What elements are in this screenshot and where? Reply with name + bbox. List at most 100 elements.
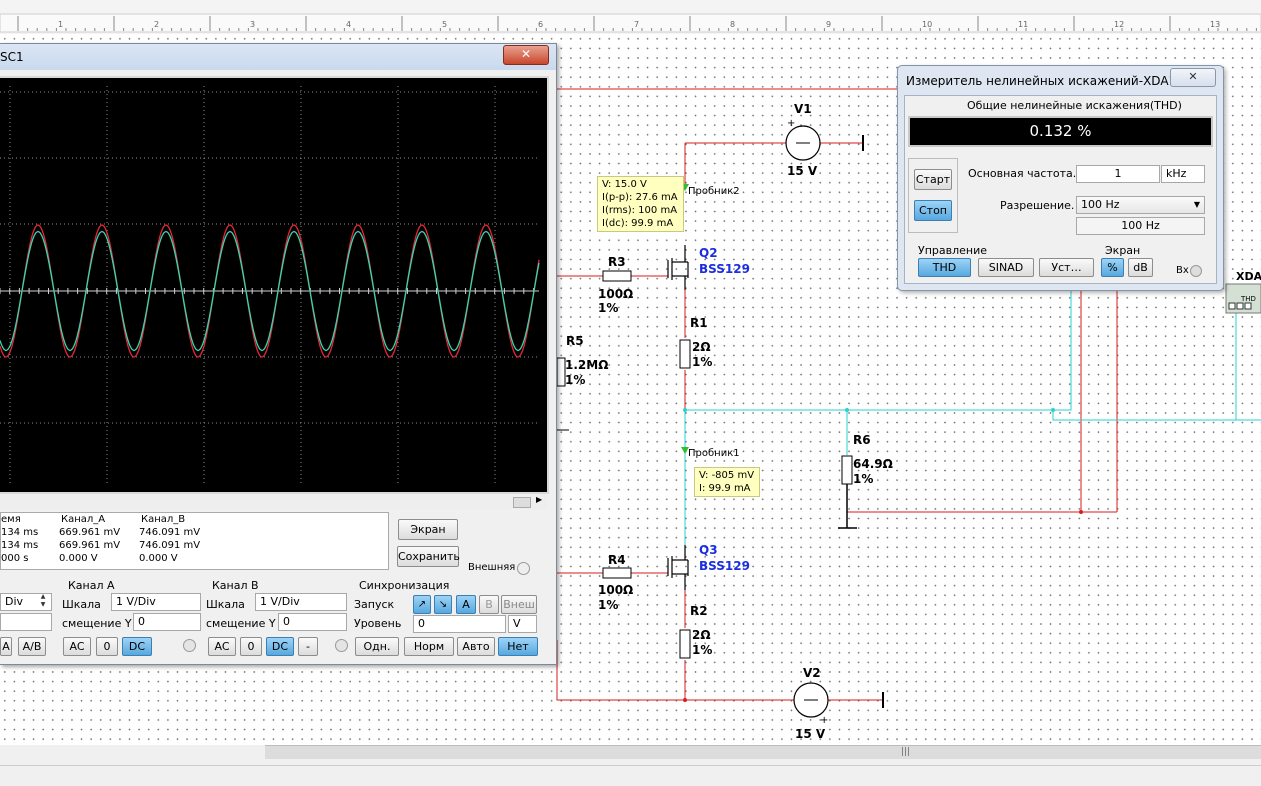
trigger-rising-edge-icon[interactable]: ↗	[413, 595, 431, 614]
timebase-spinner[interactable]: ▲▼	[36, 593, 50, 610]
input-label: Вх	[1176, 265, 1189, 276]
r4-value: 100Ω	[598, 583, 633, 597]
xda-label: XDA	[1236, 270, 1261, 283]
thd-display: 0.132 %	[908, 116, 1213, 147]
ruler-mark-12: 12	[1114, 20, 1124, 29]
external-label: Внешняя	[468, 562, 516, 573]
stop-button[interactable]: Стоп	[914, 200, 952, 221]
channel-b-zero-button[interactable]: 0	[240, 637, 262, 656]
thd-mode-button[interactable]: THD	[918, 258, 971, 277]
fundamental-freq-value: 1	[1114, 167, 1122, 180]
xda-title: Измеритель нелинейных искажений-XDA1	[906, 74, 1177, 88]
db-unit-button[interactable]: dB	[1128, 258, 1153, 277]
input-indicator	[1190, 265, 1202, 277]
oscilloscope-close-button[interactable]: ✕	[503, 45, 549, 65]
resolution-select[interactable]: 100 Hz ▼	[1076, 196, 1205, 214]
channel-b-offset-field[interactable]: 0	[278, 613, 347, 631]
channel-a-trace	[0, 230, 540, 352]
sync-auto-button[interactable]: Авто	[457, 637, 495, 656]
channel-b-minus-button[interactable]: -	[298, 637, 318, 656]
xda-left-panel	[908, 158, 958, 233]
scroll-grip-icon: |||	[901, 747, 911, 757]
probe2-line-2: I(rms): 100 mA	[602, 205, 678, 216]
channel-b-dc-button[interactable]: DC	[266, 637, 294, 656]
r1-value: 2Ω	[692, 340, 711, 354]
channel-a-ac-button[interactable]: AC	[63, 637, 91, 656]
level-label: Уровень	[354, 617, 402, 630]
mosfet-q3-symbol[interactable]	[667, 545, 689, 590]
r3-name: R3	[608, 255, 626, 269]
scroll-right-icon[interactable]: ▶	[536, 495, 543, 504]
display-scroll-thumb[interactable]	[513, 497, 531, 508]
freq-unit: kHz	[1166, 167, 1187, 180]
timebase-scale-field[interactable]: Div	[0, 593, 52, 611]
start-button[interactable]: Старт	[914, 169, 952, 190]
xda-close-button[interactable]: ✕	[1170, 68, 1216, 87]
readout-header-a: Канал_A	[61, 514, 106, 525]
trigger-source-a-button[interactable]: A	[456, 595, 476, 614]
channel-a-scale-field[interactable]: 1 V/Div	[111, 593, 201, 611]
sync-single-button[interactable]: Одн.	[355, 637, 399, 656]
oscilloscope-titlebar[interactable]: SC1 ✕	[0, 44, 556, 70]
screen-button[interactable]: Экран	[398, 519, 458, 540]
display-group-label: Экран	[1105, 244, 1141, 257]
channel-b-scale-field[interactable]: 1 V/Div	[255, 593, 347, 611]
spin-up-icon[interactable]: ▲	[40, 593, 46, 600]
mosfet-q2-symbol[interactable]	[667, 245, 689, 290]
display-mode-a-button[interactable]: A	[0, 637, 12, 656]
display-scrollbar[interactable]: ▶	[0, 495, 547, 509]
sync-normal-button[interactable]: Норм	[404, 637, 454, 656]
trigger-source-b-button[interactable]: B	[479, 595, 499, 614]
sinad-mode-button[interactable]: SINAD	[978, 258, 1034, 277]
probe2-line-1: I(p-p): 27.6 mA	[602, 192, 678, 203]
q2-model: BSS129	[699, 262, 750, 276]
channel-a-indicator	[183, 639, 196, 652]
r1-name: R1	[690, 316, 708, 330]
fundamental-freq-field[interactable]: 1	[1076, 165, 1160, 183]
resolution-readout: 100 Hz	[1076, 217, 1205, 235]
channel-a-zero-button[interactable]: 0	[96, 637, 118, 656]
channel-a-title: Канал A	[68, 579, 115, 592]
level-field[interactable]: 0	[413, 615, 506, 633]
probe1-marker[interactable]	[681, 447, 689, 454]
trigger-falling-edge-icon[interactable]: ↘	[434, 595, 452, 614]
trigger-source-ext-button[interactable]: Внеш	[501, 595, 537, 614]
percent-unit-button[interactable]: %	[1101, 258, 1124, 277]
ruler-mark-3: 3	[250, 20, 255, 29]
xda-instrument-icon[interactable]	[1225, 283, 1261, 314]
display-mode-ab-button[interactable]: A/B	[18, 637, 46, 656]
save-button[interactable]: Сохранить	[397, 546, 460, 567]
horizontal-scrollbar[interactable]: |||	[265, 745, 1261, 759]
readout-header-b: Канал_B	[141, 514, 186, 525]
schematic-svg: + +	[556, 88, 1261, 741]
r5-tol: 1%	[565, 373, 585, 387]
resolution-readout-value: 100 Hz	[1121, 219, 1160, 232]
ruler-mark-4: 4	[346, 20, 351, 29]
v2-source-symbol[interactable]: +	[793, 682, 884, 726]
spin-down-icon[interactable]: ▼	[40, 601, 46, 608]
channel-a-dc-button[interactable]: DC	[122, 637, 152, 656]
readout-row-2-b: 0.000 V	[139, 553, 178, 564]
r5-value: 1.2MΩ	[565, 358, 608, 372]
distortion-analyzer-window[interactable]: Измеритель нелинейных искажений-XDA1 ✕ О…	[897, 65, 1224, 291]
v2-name: V2	[803, 666, 821, 680]
sync-none-button[interactable]: Нет	[498, 637, 538, 656]
readout-row-1-b: 746.091 mV	[139, 540, 201, 551]
ruler-mark-13: 13	[1210, 20, 1220, 29]
setup-button[interactable]: Уст…	[1039, 258, 1094, 277]
channel-b-ac-button[interactable]: AC	[208, 637, 236, 656]
channel-a-offset-field[interactable]: 0	[133, 613, 201, 631]
probe2-name: Пробник2	[688, 186, 740, 197]
probe2-line-0: V: 15.0 V	[602, 179, 647, 190]
v1-source-symbol[interactable]: +	[785, 118, 864, 161]
readout-row-1-t: 134 ms	[1, 540, 39, 551]
oscilloscope-display[interactable]	[0, 76, 549, 494]
ruler-mark-10: 10	[922, 20, 932, 29]
timebase-offset-field[interactable]	[0, 613, 52, 631]
probe2-line-3: I(dc): 99.9 mA	[602, 218, 674, 229]
q2-name: Q2	[699, 246, 718, 260]
q3-name: Q3	[699, 543, 718, 557]
level-unit: V	[513, 617, 521, 630]
